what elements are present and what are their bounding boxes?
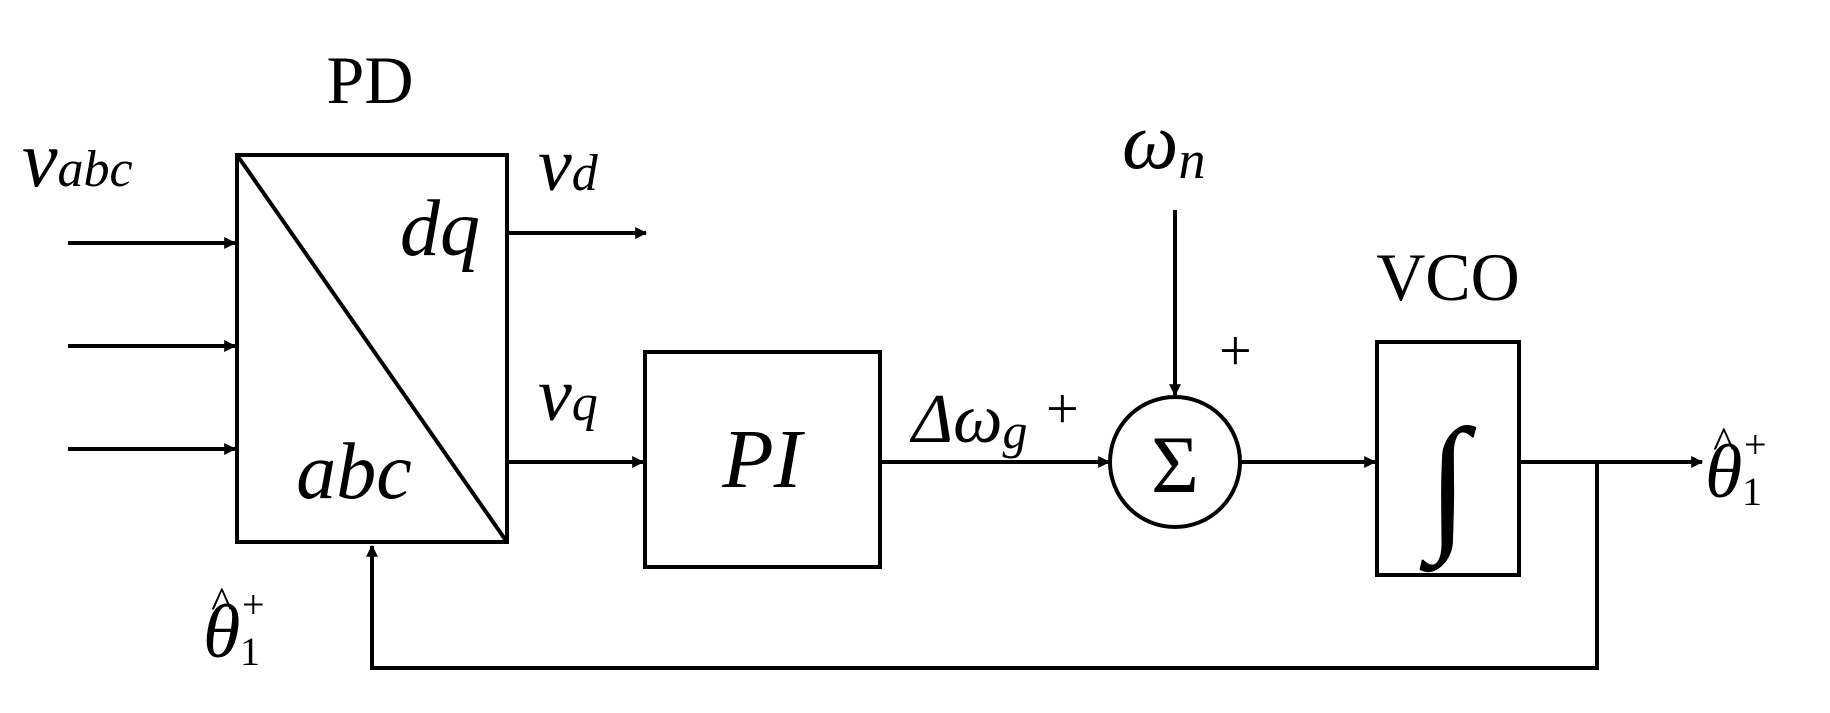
pd-block: PD dq abc [235, 42, 509, 544]
input-arrows [68, 237, 237, 455]
wn-label: ωn [1122, 98, 1205, 190]
vq-label: vq [538, 353, 598, 437]
input-vabc-label: vabc [22, 116, 133, 204]
vd-label: vd [538, 123, 599, 207]
svg-text:θ: θ [1705, 430, 1742, 514]
svg-text:1: 1 [1742, 469, 1762, 514]
sum-symbol: Σ [1151, 419, 1199, 510]
svg-text:^: ^ [1713, 417, 1735, 468]
vco-block: VCO ∫ [1375, 239, 1521, 577]
pd-block-title: PD [327, 42, 414, 118]
pi-label: PI [721, 413, 805, 506]
svg-text:^: ^ [211, 577, 233, 628]
svg-text:θ: θ [203, 590, 240, 674]
theta-feedback-label: θ ^ 1 + [203, 577, 265, 674]
vco-title: VCO [1376, 239, 1520, 315]
dw-label: Δωg [909, 381, 1028, 459]
theta-output-label: θ ^ 1 + [1705, 417, 1767, 514]
pd-dq-label: dq [400, 185, 480, 273]
svg-text:1: 1 [240, 629, 260, 674]
svg-text:+: + [1744, 422, 1767, 467]
svg-text:+: + [242, 582, 265, 627]
summing-junction: Σ [1108, 395, 1242, 529]
integral-symbol: ∫ [1419, 399, 1476, 573]
sum-sign-top: + [1219, 318, 1252, 383]
sum-sign-left: + [1046, 376, 1079, 441]
pd-abc-label: abc [296, 428, 412, 516]
pi-block: PI [643, 350, 882, 569]
feedback-path [366, 462, 1599, 670]
